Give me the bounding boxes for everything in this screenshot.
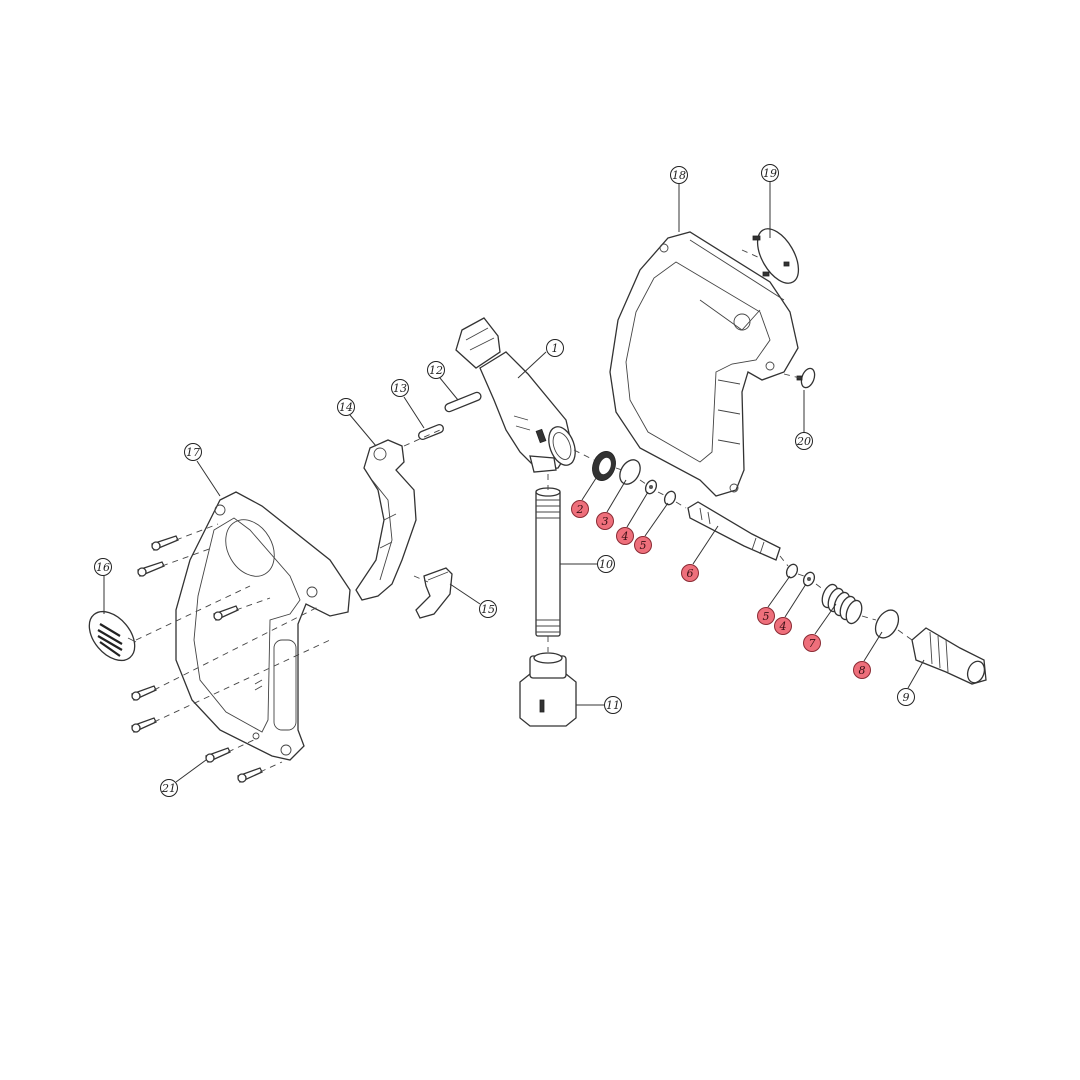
- latch-clip-part: [415, 567, 453, 619]
- valve-body-part: [455, 317, 576, 473]
- left-housing-part: [175, 491, 351, 761]
- callout-3[interactable]: 3: [596, 512, 614, 530]
- leader-lines: [103, 182, 925, 783]
- label-plate-part: [88, 610, 137, 662]
- seal-ring-part: [592, 451, 616, 481]
- callout-6[interactable]: 6: [681, 564, 699, 582]
- washer-part: [663, 490, 677, 506]
- washer-part: [802, 571, 816, 587]
- callout-7[interactable]: 7: [803, 634, 821, 652]
- swivel-inlet-part: [911, 627, 987, 685]
- callout-8[interactable]: 8: [853, 661, 871, 679]
- callout-5[interactable]: 5: [634, 536, 652, 554]
- o-ring-part: [874, 609, 900, 639]
- callout-5-second[interactable]: 5: [757, 607, 775, 625]
- callout-2[interactable]: 2: [571, 500, 589, 518]
- callout-12[interactable]: 12: [427, 361, 445, 379]
- right-housing-part: [609, 231, 799, 497]
- callout-21[interactable]: 21: [160, 779, 178, 797]
- callout-13[interactable]: 13: [391, 379, 409, 397]
- spring-part: [821, 583, 863, 625]
- callout-16[interactable]: 16: [94, 558, 112, 576]
- pin-part: [444, 391, 482, 413]
- callout-9[interactable]: 9: [897, 688, 915, 706]
- callout-15[interactable]: 15: [479, 600, 497, 618]
- pin-part: [418, 423, 444, 441]
- callout-14[interactable]: 14: [337, 398, 355, 416]
- callout-4[interactable]: 4: [616, 527, 634, 545]
- spout-tube-part: [535, 487, 561, 637]
- callout-20[interactable]: 20: [795, 432, 813, 450]
- callout-1[interactable]: 1: [546, 339, 564, 357]
- callout-18[interactable]: 18: [670, 166, 688, 184]
- callout-17[interactable]: 17: [184, 443, 202, 461]
- screws: [131, 535, 263, 783]
- callout-19[interactable]: 19: [761, 164, 779, 182]
- callout-11[interactable]: 11: [604, 696, 622, 714]
- valve-stem-part: [687, 501, 781, 561]
- trigger-lever-part: [355, 439, 417, 601]
- plug-cap-part: [796, 367, 816, 389]
- washer-part: [644, 479, 658, 495]
- cover-disc-part: [752, 228, 800, 284]
- o-ring-part: [619, 459, 641, 485]
- assembly-lines: [135, 249, 913, 773]
- hex-coupling-part: [519, 652, 577, 727]
- callout-4-second[interactable]: 4: [774, 617, 792, 635]
- callout-10[interactable]: 10: [597, 555, 615, 573]
